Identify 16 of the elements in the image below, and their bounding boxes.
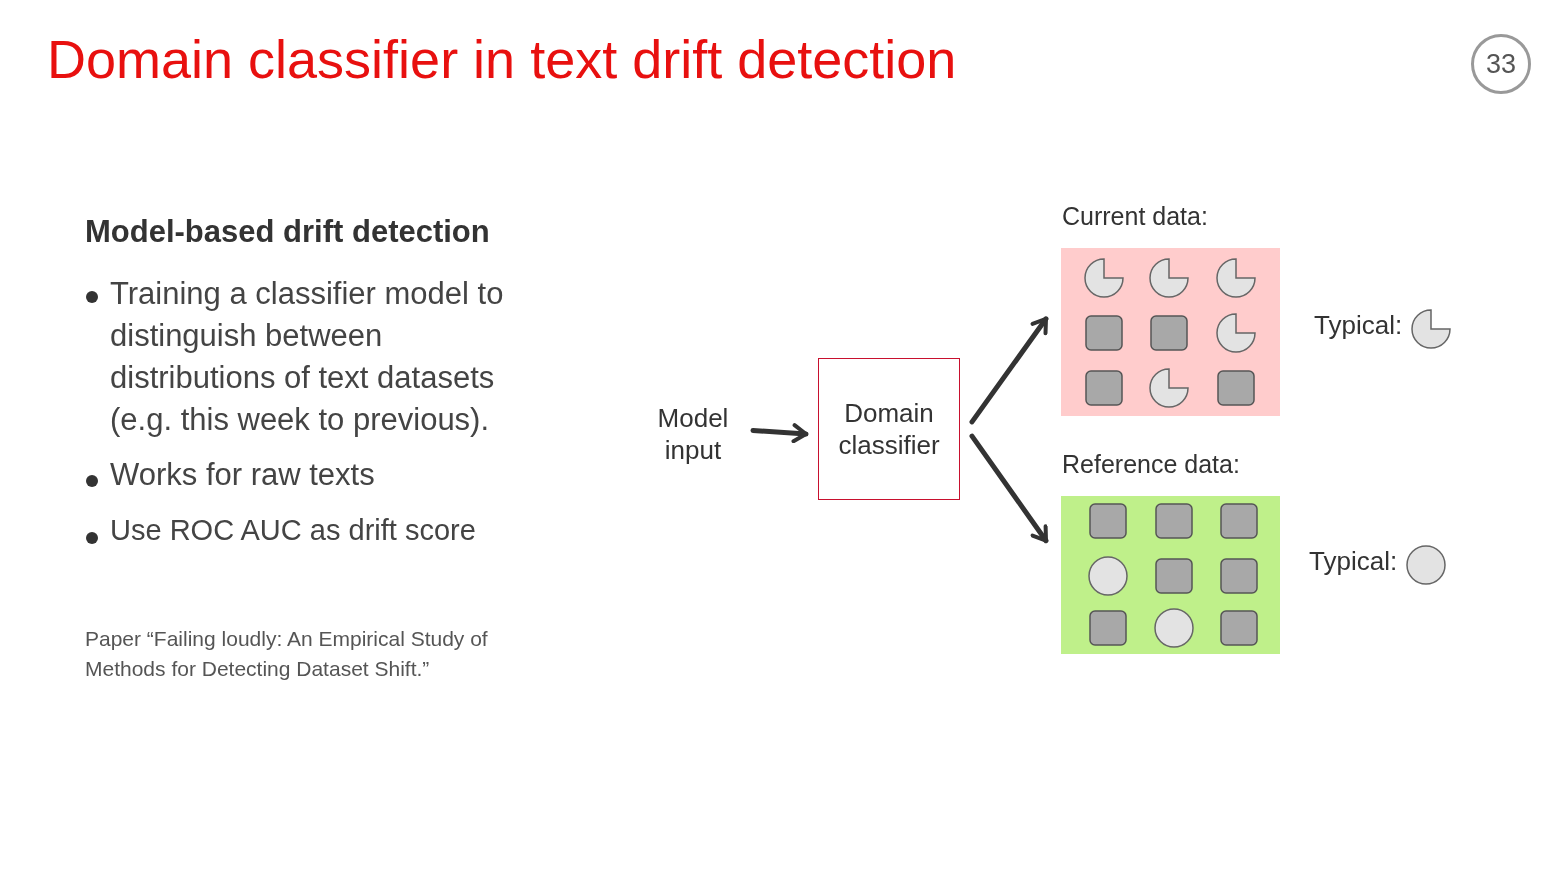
arrow [969,316,1049,425]
process-box: Domain classifier [818,358,960,500]
arrow [750,423,809,444]
reference-note: Paper “Failing loudly: An Empirical Study of Methods for Detecting Dataset Shift.” [85,626,489,682]
slide-title: Domain classifier in text drift detection [47,28,957,90]
input-text: Model input [645,398,741,470]
page-number: 33 [1471,34,1531,94]
panel-heading: Reference data: [1062,450,1240,479]
section-heading: Model-based drift detection [85,214,490,250]
bullet-text: Use ROC AUC as drift score [110,514,476,547]
legend-text: Typical: [1314,310,1403,341]
bullet-text: Training a classifier model to distinguish between distributions of text datasets (e.g. this week to previous). [110,275,505,439]
arrow [969,433,1049,544]
bullet-text: Works for raw texts [110,457,375,493]
panel-heading: Current data: [1062,202,1208,231]
legend-text: Typical: [1309,546,1398,577]
